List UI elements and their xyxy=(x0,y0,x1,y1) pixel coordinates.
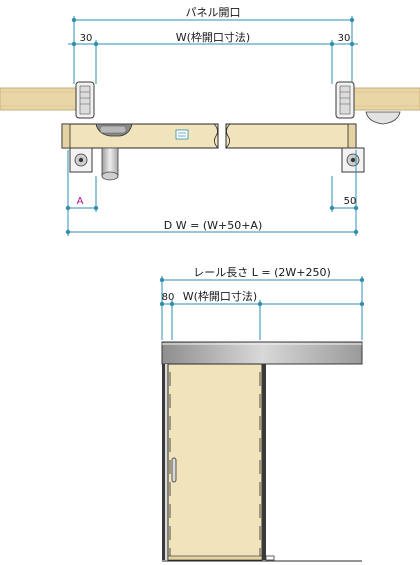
panel-opening-dimension: パネル開口 xyxy=(71,6,355,84)
frame-opening-front-label: W(枠開口寸法) xyxy=(183,289,257,303)
panel-opening-label: パネル開口 xyxy=(186,6,241,19)
right-wall xyxy=(351,87,420,111)
offset-50-dimension: 50 xyxy=(329,150,359,236)
rail-length-label: レール長さ L = (2W+250) xyxy=(193,266,331,279)
right-guide-roller xyxy=(341,147,365,173)
frame-opening-label: W(枠開口寸法) xyxy=(176,30,250,44)
right-margin-label: 30 xyxy=(338,33,351,44)
door-width-label: D W = (W+50+A) xyxy=(164,219,262,232)
left-jamb xyxy=(75,81,95,119)
rail-length-dimension: レール長さ L = (2W+250) xyxy=(159,266,365,340)
right-jamb xyxy=(335,81,401,125)
left-offset-label: 80 xyxy=(162,292,175,303)
pull-handle-plan xyxy=(101,147,119,181)
front-left-jamb xyxy=(162,364,168,560)
door-leaf-front xyxy=(167,363,263,561)
offset-a-dimension: A xyxy=(65,150,99,236)
door-panel-plan-end xyxy=(225,123,357,149)
front-right-post xyxy=(262,364,275,561)
offset-50-label: 50 xyxy=(344,196,357,207)
left-wall xyxy=(0,87,77,111)
left-guide-roller xyxy=(69,147,93,173)
frame-opening-dimension: 30 W(枠開口寸法) 30 xyxy=(68,30,358,84)
frame-opening-front-dimension: 80 W(枠開口寸法) xyxy=(159,289,365,340)
plan-view: パネル開口 30 W(枠開口寸法) 30 xyxy=(0,6,420,236)
elevation-view: レール長さ L = (2W+250) 80 W(枠開口寸法) xyxy=(159,266,365,562)
top-rail xyxy=(161,341,363,365)
door-panel-plan xyxy=(61,123,219,149)
door-width-dimension: D W = (W+50+A) xyxy=(65,219,359,235)
door-pull-handle xyxy=(171,457,177,483)
offset-a-label: A xyxy=(77,196,84,207)
left-margin-label: 30 xyxy=(80,33,93,44)
